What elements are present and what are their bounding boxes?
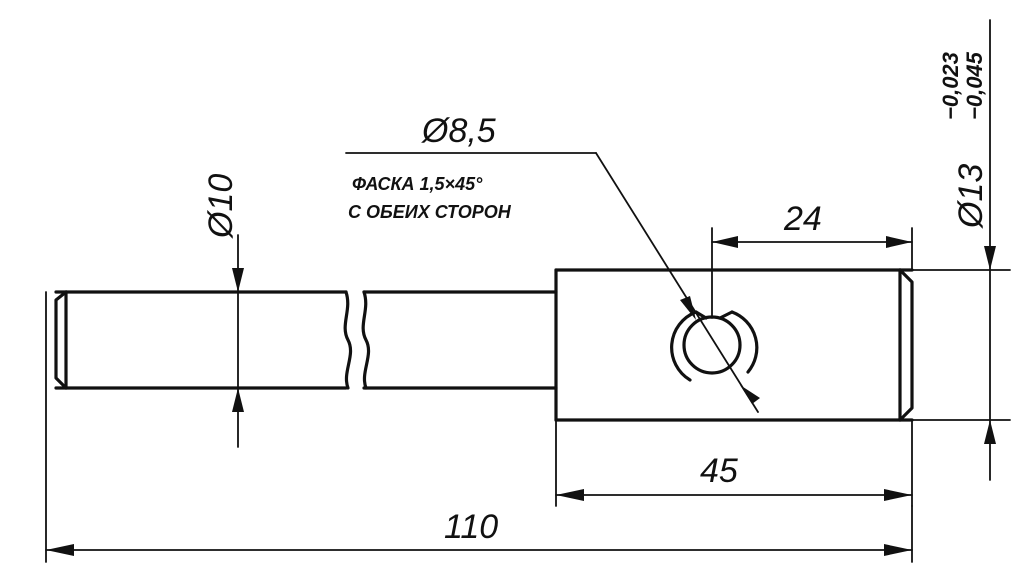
dim-110-label: 110 bbox=[444, 508, 498, 546]
dim-110 bbox=[45, 291, 913, 563]
dim-45 bbox=[555, 419, 913, 507]
cross-hole bbox=[670, 310, 759, 382]
dim-d85-label: Ø8,5 bbox=[421, 112, 496, 150]
dim-d10 bbox=[232, 234, 244, 448]
dim-24 bbox=[711, 227, 913, 319]
dim-d13 bbox=[911, 19, 1011, 481]
dim-d13-label: Ø13 bbox=[952, 164, 990, 229]
head bbox=[554, 268, 914, 422]
leader-d85 bbox=[345, 152, 760, 413]
dim-d10-label: Ø10 bbox=[202, 174, 240, 239]
chamfer-note-line2: С ОБЕИХ СТОРОН bbox=[348, 202, 512, 222]
tol-upper: −0,023 bbox=[938, 52, 963, 120]
dim-24-label: 24 bbox=[783, 200, 822, 238]
shaft bbox=[54, 290, 558, 390]
chamfer-note-line1: ФАСКА 1,5×45° bbox=[352, 174, 483, 194]
tol-lower: −0,045 bbox=[962, 51, 987, 120]
dim-45-label: 45 bbox=[700, 452, 738, 490]
